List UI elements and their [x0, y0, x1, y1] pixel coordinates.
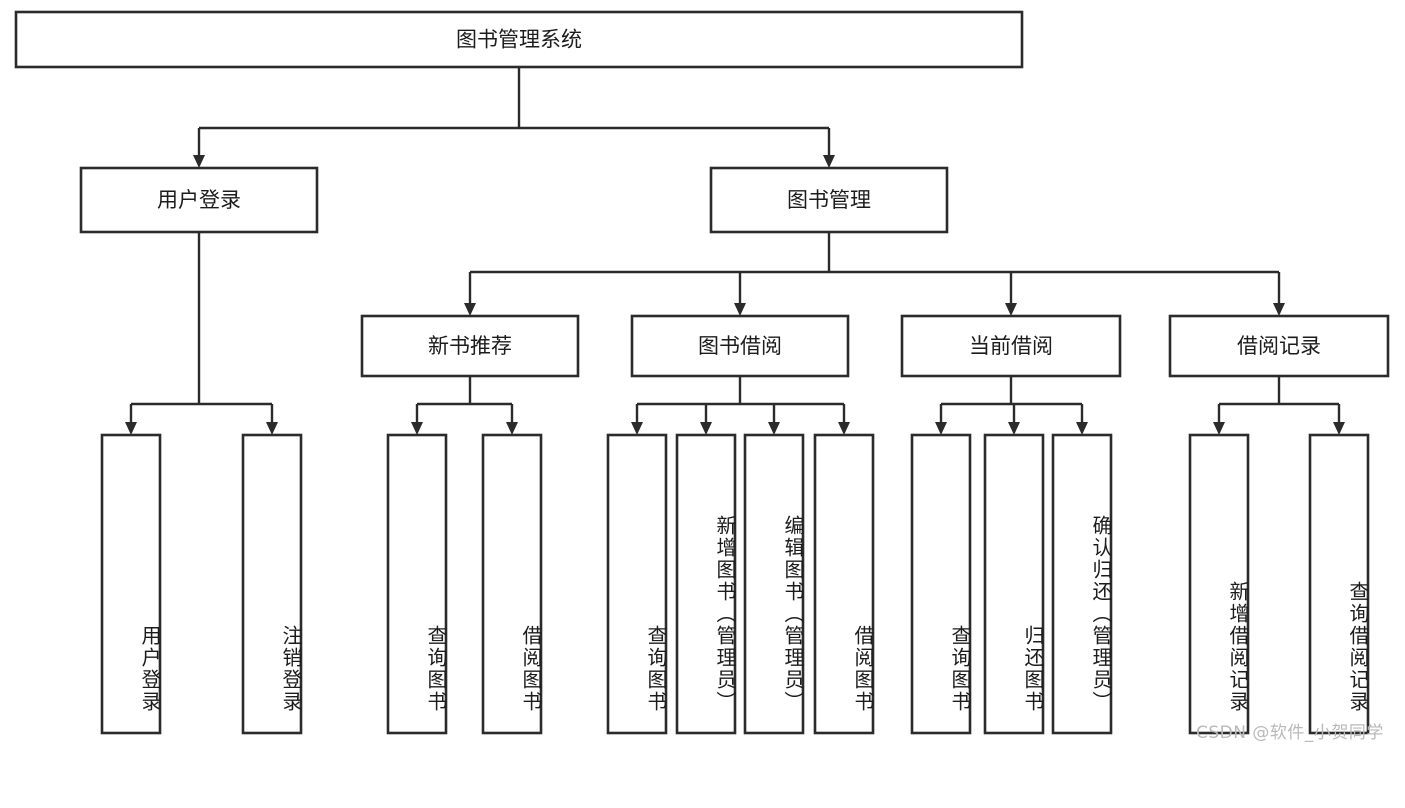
node-current-borrow[interactable] — [900, 314, 1122, 378]
connector-edges — [125, 67, 1345, 435]
node-leaf-query-book-2[interactable] — [606, 433, 668, 735]
node-leaf-add-record[interactable] — [1188, 433, 1250, 735]
node-label-new-book-recommend: 新书推荐 — [428, 334, 512, 358]
node-root-book-management-system[interactable] — [14, 10, 1024, 69]
node-label-user-login: 用户登录 — [157, 188, 241, 212]
node-leaf-query-book-3[interactable] — [910, 433, 972, 735]
node-leaf-query-record[interactable] — [1308, 433, 1370, 735]
node-borrow-records[interactable] — [1168, 314, 1390, 378]
node-label-current-borrow: 当前借阅 — [969, 334, 1053, 358]
node-boxes — [14, 10, 1390, 735]
flowchart-canvas: 图书管理系统用户登录图书管理新书推荐图书借阅当前借阅借阅记录 用户登录注销登录查… — [14, 10, 1390, 743]
node-label-root: 图书管理系统 — [456, 28, 582, 52]
node-leaf-return-book[interactable] — [983, 433, 1045, 735]
node-label-book-borrow: 图书借阅 — [698, 334, 782, 358]
node-book-borrow[interactable] — [630, 314, 850, 378]
node-leaf-borrow-book-1[interactable] — [481, 433, 543, 735]
csdn-watermark: CSDN @软件_小贺同学 — [1196, 723, 1384, 743]
node-book-management[interactable] — [709, 166, 949, 234]
node-user-login[interactable] — [79, 166, 319, 234]
node-label-borrow-records: 借阅记录 — [1237, 334, 1321, 358]
node-leaf-confirm-return[interactable] — [1051, 433, 1113, 735]
node-leaf-borrow-book-2[interactable] — [813, 433, 875, 735]
node-leaf-query-book-1[interactable] — [386, 433, 448, 735]
node-label-book-management: 图书管理 — [787, 188, 871, 212]
node-new-book-recommend[interactable] — [360, 314, 580, 378]
node-leaf-add-book[interactable] — [675, 433, 737, 735]
node-leaf-edit-book[interactable] — [743, 433, 805, 735]
node-leaf-user-login[interactable] — [100, 433, 162, 735]
node-leaf-logout[interactable] — [241, 433, 303, 735]
